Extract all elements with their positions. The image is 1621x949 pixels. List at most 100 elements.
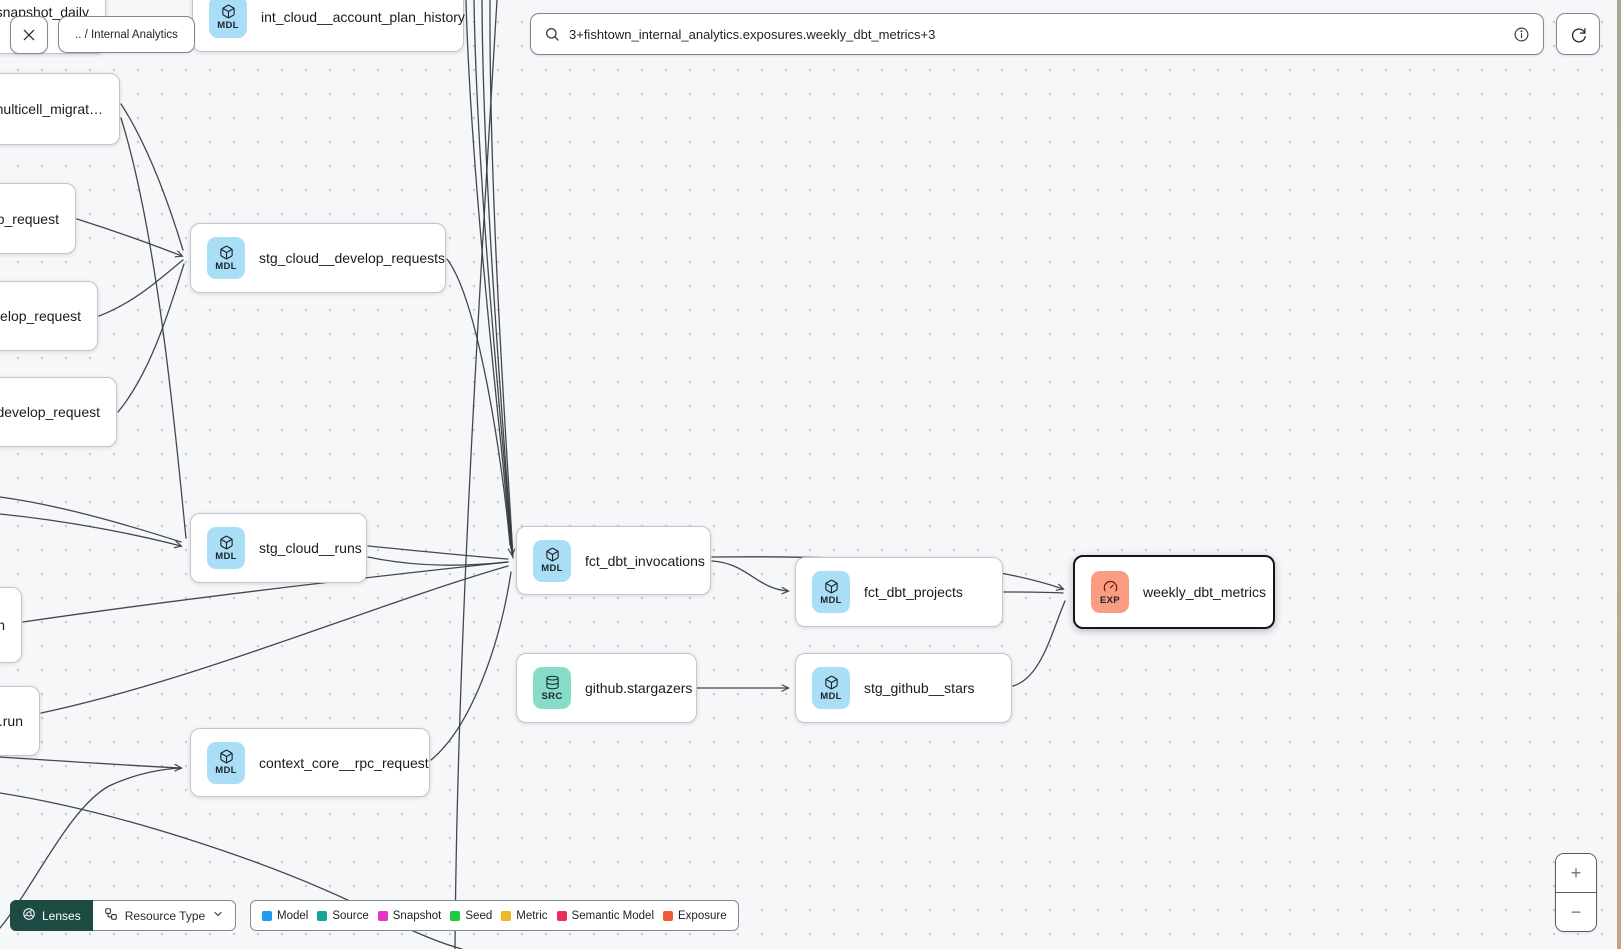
model-cube-icon (221, 4, 235, 18)
lenses-button[interactable]: Lenses (10, 900, 93, 931)
search-input[interactable] (569, 26, 1504, 42)
edge (120, 103, 184, 251)
edge (0, 513, 181, 546)
lenses-icon (22, 907, 36, 924)
gauge-icon (1103, 580, 1117, 591)
edge (454, 0, 498, 949)
legend-item-model: Model (262, 910, 308, 922)
edge (98, 259, 184, 317)
legend-item-seed: Seed (450, 910, 492, 922)
lenses-group: Lenses Resource Type (10, 900, 237, 931)
node-label: stg_github__stars (864, 680, 975, 696)
badge-label: EXP (1100, 594, 1120, 606)
zoom-out-button[interactable]: − (1556, 893, 1596, 931)
mdl-badge: MDL (812, 571, 850, 613)
legend-label: Exposure (678, 909, 727, 922)
badge-label: MDL (215, 550, 237, 562)
legend-swatch (317, 910, 328, 921)
legend-swatch (556, 910, 567, 921)
legend-label: Snapshot (392, 909, 442, 922)
graph-node-weekly-dbt-metrics[interactable]: EXP weekly_dbt_metrics (1073, 555, 1275, 629)
node-label: github.stargazers (585, 680, 693, 696)
model-cube-icon (545, 547, 559, 562)
edge (1012, 600, 1066, 687)
legend-swatch (377, 910, 388, 921)
legend-swatch (450, 910, 461, 921)
badge-label: SRC (541, 690, 563, 702)
badge-label: MDL (820, 690, 842, 702)
edge (367, 545, 509, 560)
search-bar[interactable] (530, 13, 1544, 55)
graph-node-p-request[interactable]: p_request (0, 183, 76, 254)
legend-item-semantic-model: Semantic Model (556, 910, 654, 922)
edge (117, 263, 185, 413)
legend-label: Metric (516, 909, 548, 922)
graph-node-multicell-migration[interactable]: multicell_migrat… (0, 73, 120, 145)
lenses-label: Lenses (42, 908, 81, 923)
edge (0, 496, 182, 543)
model-cube-icon (219, 535, 233, 549)
edge (0, 767, 182, 929)
edge (1003, 591, 1064, 594)
graph-node-stg-github-stars[interactable]: MDL stg_github__stars (795, 653, 1012, 723)
node-label: weekly_dbt_metrics (1143, 584, 1266, 600)
model-cube-icon (219, 245, 233, 259)
model-cube-icon (219, 749, 233, 764)
resource-type-icon (104, 907, 118, 924)
legend-swatch (262, 910, 272, 921)
resource-type-button[interactable]: Resource Type (92, 900, 237, 931)
edge (367, 556, 509, 566)
breadcrumb[interactable]: .. / Internal Analytics (58, 16, 195, 53)
resource-type-label: Resource Type (124, 908, 206, 923)
mdl-badge: MDL (207, 741, 245, 784)
database-icon (545, 675, 559, 689)
legend: Model Source Snapshot Seed Metric Semantic Mo… (250, 900, 739, 931)
legend-item-source: Source (317, 909, 369, 922)
zoom-in-button[interactable]: + (1556, 854, 1596, 892)
edge (22, 561, 509, 623)
legend-label: Source (332, 909, 369, 922)
graph-node-velop-request[interactable]: velop_request (0, 281, 98, 351)
edge (481, 0, 512, 555)
node-label: p_request (0, 210, 59, 227)
node-label: fct_dbt_invocations (585, 552, 705, 569)
node-label: velop_request (0, 308, 81, 324)
refresh-button[interactable] (1556, 13, 1600, 55)
edge (430, 571, 512, 761)
badge-label: MDL (541, 563, 563, 574)
legend-label: Seed (465, 909, 493, 922)
breadcrumb-label: .. / Internal Analytics (75, 28, 178, 41)
edge (120, 117, 187, 539)
edge (465, 0, 512, 550)
graph-node-fct-dbt-invocations[interactable]: MDL fct_dbt_invocations (516, 526, 711, 595)
mdl-badge: MDL (533, 539, 571, 582)
node-label: develop_request (0, 404, 100, 420)
node-label: n (0, 617, 5, 633)
node-label: multicell_migrat… (0, 101, 103, 117)
graph-node-develop-request[interactable]: develop_request (0, 377, 117, 447)
badge-label: MDL (217, 19, 239, 31)
badge-label: MDL (215, 765, 237, 776)
model-cube-icon (824, 675, 838, 689)
close-icon (21, 27, 37, 43)
edge (446, 258, 511, 546)
legend-swatch (501, 910, 512, 921)
zoom-divider (1556, 892, 1596, 893)
legend-item-metric: Metric (501, 909, 548, 922)
graph-node-github-stargazers[interactable]: SRC github.stargazers (516, 653, 697, 723)
info-icon[interactable] (1513, 26, 1530, 43)
legend-label: Model (277, 909, 309, 922)
edge (40, 565, 509, 714)
edge (0, 756, 181, 768)
graph-node-n-node[interactable]: n (0, 587, 22, 663)
graph-node-run-node[interactable]: .run (0, 686, 40, 756)
mdl-badge: MDL (207, 237, 245, 279)
close-button[interactable] (10, 16, 48, 54)
badge-label: MDL (215, 260, 237, 272)
